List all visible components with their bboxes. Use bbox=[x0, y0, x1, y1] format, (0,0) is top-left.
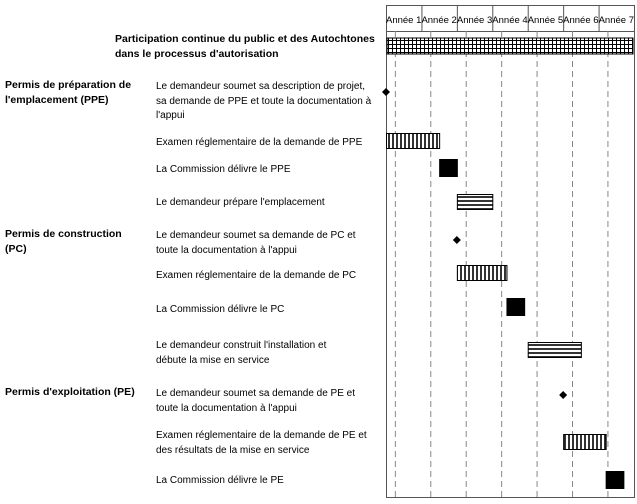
milestone-diamond bbox=[452, 236, 461, 244]
year-header: Année 4 bbox=[492, 15, 527, 26]
task-label: Examen réglementaire de la demande de PP… bbox=[156, 137, 363, 148]
task-label: Examen réglementaire de la demande de PC bbox=[156, 270, 357, 281]
year-header: Année 5 bbox=[528, 15, 563, 26]
section-pc-title: Permis de construction (PC) bbox=[5, 228, 122, 255]
chart-frame bbox=[386, 5, 635, 498]
task-bar bbox=[386, 133, 441, 149]
year-header: Année 2 bbox=[421, 15, 456, 26]
task-label: La Commission délivre le PPE bbox=[156, 164, 291, 175]
section-ppe-title: Permis de préparation de l'emplacement (… bbox=[5, 79, 132, 106]
decision-bar bbox=[506, 298, 526, 316]
task-bar bbox=[456, 194, 494, 210]
task-label: Le demandeur construit l'installation et… bbox=[156, 340, 327, 366]
task-label: La Commission délivre le PC bbox=[156, 304, 285, 315]
task-bar bbox=[527, 342, 582, 358]
decision-bar bbox=[439, 159, 458, 177]
year-header: Année 3 bbox=[457, 15, 492, 26]
task-label: Le demandeur soumet sa description de pr… bbox=[156, 81, 372, 121]
task-label: La Commission délivre le PE bbox=[156, 475, 284, 486]
task-bar bbox=[563, 434, 607, 450]
decision-bar bbox=[605, 471, 625, 489]
task-label: Le demandeur soumet sa demande de PE et … bbox=[156, 388, 356, 414]
participation-label: Participation continue du public et des … bbox=[115, 33, 375, 60]
year-header: Année 7 bbox=[599, 15, 634, 26]
section-pe-title: Permis d'exploitation (PE) bbox=[5, 386, 135, 398]
task-label: Le demandeur soumet sa demande de PC et … bbox=[156, 230, 356, 256]
year-header: Année 6 bbox=[563, 15, 598, 26]
year-header: Année 1 bbox=[386, 15, 421, 26]
task-bar bbox=[456, 265, 508, 281]
task-label: Examen réglementaire de la demande de PE… bbox=[156, 430, 367, 456]
task-label: Le demandeur prépare l'emplacement bbox=[156, 197, 325, 208]
milestone-diamond bbox=[559, 391, 568, 399]
milestone-diamond bbox=[382, 88, 390, 96]
participation-bar bbox=[386, 37, 634, 55]
